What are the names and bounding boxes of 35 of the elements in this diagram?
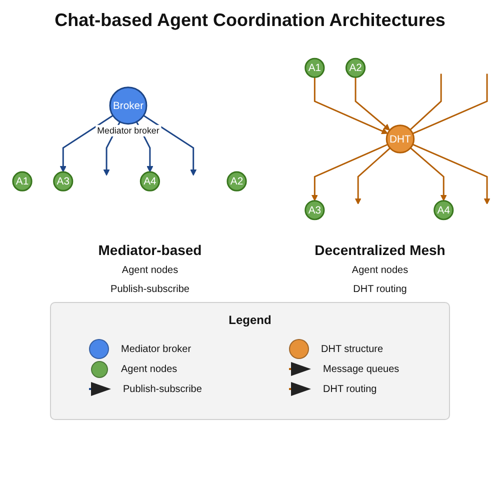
arrow (354, 148, 391, 204)
caption-text: Agent nodes (352, 265, 408, 277)
connector (410, 74, 442, 130)
caption-text: Publish-subscribe (110, 284, 190, 296)
node-circle: A4 (434, 200, 454, 220)
diagram-title: Chat-based Agent Coordination Architectures (54, 10, 446, 31)
legend-label: Publish-subscribe (123, 384, 202, 394)
node-circle: A2 (226, 171, 247, 192)
node-circle: A3 (304, 200, 325, 220)
caption-text: Agent nodes (122, 265, 178, 277)
legend-label: Agent nodes (121, 364, 178, 374)
legend-label: DHT structure (321, 344, 384, 354)
node-caption: Mediator broker (97, 125, 160, 136)
arrow (143, 114, 197, 176)
legend-title: Legend (228, 313, 272, 327)
node-circle: A2 (346, 58, 366, 78)
caption-text: DHT routing (353, 284, 407, 296)
legend-label: Mediator broker (121, 344, 192, 354)
arrow (354, 77, 390, 130)
section-heading: Decentralized Mesh (314, 242, 446, 258)
connector (412, 74, 488, 134)
node-circle: A4 (140, 171, 160, 192)
node-circle: A1 (12, 171, 32, 192)
arrow (314, 77, 388, 134)
legend-label: DHT routing (323, 384, 377, 394)
legend-label: Message queues (323, 364, 400, 374)
arrow (60, 114, 114, 172)
section-heading: Mediator-based (98, 242, 202, 258)
arrow (311, 144, 388, 202)
node-circle: A3 (53, 171, 74, 192)
arrow (410, 147, 447, 202)
arrow (412, 144, 490, 204)
node-circle: DHT (386, 124, 415, 154)
node-circle: A1 (304, 58, 325, 78)
node-circle: Broker (109, 86, 148, 125)
